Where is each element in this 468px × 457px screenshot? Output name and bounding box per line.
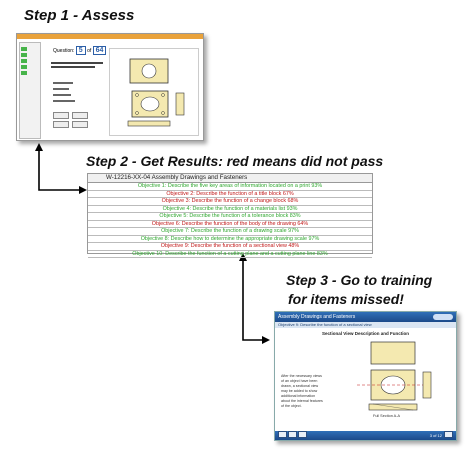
objective-text: Describe the function of the body of the… — [181, 220, 296, 227]
step1-caption: Step 1 - Assess — [24, 7, 135, 24]
part-drawing — [109, 48, 199, 136]
objective-row: Objective 10: Describe the function of a… — [88, 250, 372, 258]
objective-row: Objective 7: Describe the function of a … — [88, 228, 372, 236]
objective-text: Describe the function of a change block — [191, 198, 287, 204]
objective-score: 67% — [282, 190, 294, 197]
objective-score: 97% — [288, 228, 299, 234]
objective-num: Objective 3: — [161, 198, 191, 204]
question-of: of — [87, 48, 92, 54]
menu-button[interactable] — [288, 431, 297, 438]
assessment-title-bar — [17, 34, 203, 39]
objective-row: Objective 9: Describe the function of a … — [88, 243, 372, 251]
step2-caption: Step 2 - Get Results: red means did not … — [86, 153, 384, 169]
logo-badge — [433, 314, 453, 320]
objective-row: Objective 1: Describe the five key areas… — [88, 183, 372, 191]
next-button[interactable] — [72, 112, 88, 119]
training-nav-bar: 3 of 12 — [275, 431, 456, 440]
objective-row: Objective 5: Describe the function of a … — [88, 213, 372, 221]
slide-title: Sectional View Description and Function — [322, 331, 409, 336]
objective-score: 93% — [311, 183, 323, 189]
objective-num: Objective 9: — [160, 243, 190, 249]
back-button[interactable] — [298, 431, 307, 438]
objective-score: 97% — [308, 235, 320, 242]
objective-row: Objective 2: Describe the function of a … — [88, 190, 372, 198]
objective-row: Objective 6: Describe the function of th… — [88, 220, 372, 228]
results-header: W-12216-XX-04 Assembly Drawings and Fast… — [88, 174, 372, 183]
objective-text: Describe the function of a title block — [196, 190, 282, 197]
home-button[interactable] — [278, 431, 287, 438]
objective-score: 64% — [297, 220, 309, 227]
training-drawing-svg — [357, 341, 432, 411]
objective-score: 93% — [286, 205, 298, 212]
next-slide-button[interactable] — [444, 431, 453, 438]
objective-row: Objective 8: Describe how to determine t… — [88, 235, 372, 243]
slide-body-text: After the necessary views of an object h… — [281, 374, 323, 409]
objective-num: Objective 1: — [137, 183, 167, 189]
assessment-screenshot: Question: 5 of 64 — [16, 33, 204, 141]
question-label: Question: — [53, 48, 75, 54]
step3-caption-line1: Step 3 - Go to training — [286, 272, 433, 288]
objective-num: Objective 4: — [162, 205, 192, 212]
training-screenshot: Assembly Drawings and Fasteners Objectiv… — [274, 311, 457, 441]
objective-num: Objective 2: — [166, 190, 195, 197]
previous-button[interactable] — [53, 121, 69, 128]
objective-text: Describe the function of a sectional vie… — [190, 243, 287, 249]
question-list-sidebar — [19, 42, 41, 139]
results-table: W-12216-XX-04 Assembly Drawings and Fast… — [87, 173, 373, 258]
prev-button[interactable] — [53, 112, 69, 119]
objective-num: Objective 8: — [140, 235, 170, 242]
drawing-svg — [127, 58, 185, 127]
answer-options[interactable] — [53, 78, 75, 106]
objective-text: Describe the function of a drawing scale — [191, 228, 287, 234]
training-drawing: Full Section A-A — [337, 338, 451, 422]
question-number: 5 — [75, 46, 86, 55]
objective-score: 48% — [288, 243, 300, 249]
objective-text: Describe how to determine the appropriat… — [170, 235, 307, 242]
question-total: 64 — [92, 46, 107, 55]
objective-row: Objective 4: Describe the function of a … — [88, 205, 372, 213]
results-rows: Objective 1: Describe the five key areas… — [88, 183, 372, 258]
objective-row: Objective 3: Describe the function of a … — [88, 198, 372, 206]
training-figure-label: Full Section A-A — [373, 414, 401, 418]
objective-score: 83% — [316, 250, 328, 257]
slide-body: After the necessary views of an object h… — [281, 374, 323, 408]
objective-score: 68% — [287, 198, 299, 204]
objective-text: Describe the function of a tolerance blo… — [189, 213, 289, 219]
question-prompt — [51, 60, 105, 72]
objective-text: Describe the five key areas of informati… — [167, 183, 310, 189]
training-objective-bar: Objective 9: Describe the function of a … — [275, 322, 456, 328]
objective-score: 83% — [289, 213, 301, 219]
objective-num: Objective 5: — [159, 213, 188, 219]
objective-num: Objective 7: — [161, 228, 190, 234]
objective-text: Describe the function of a cutting plane… — [165, 250, 316, 257]
objective-text: Describe the function of a materials lis… — [192, 205, 286, 212]
training-title-bar: Assembly Drawings and Fasteners — [275, 312, 456, 322]
question-counter: Question: 5 of 64 — [53, 46, 107, 55]
page-indicator: 3 of 12 — [429, 433, 442, 438]
objective-num: Objective 10: — [132, 250, 164, 257]
next-button-2[interactable] — [72, 121, 88, 128]
objective-num: Objective 6: — [151, 220, 181, 227]
step3-caption-line2: for items missed! — [288, 291, 404, 307]
